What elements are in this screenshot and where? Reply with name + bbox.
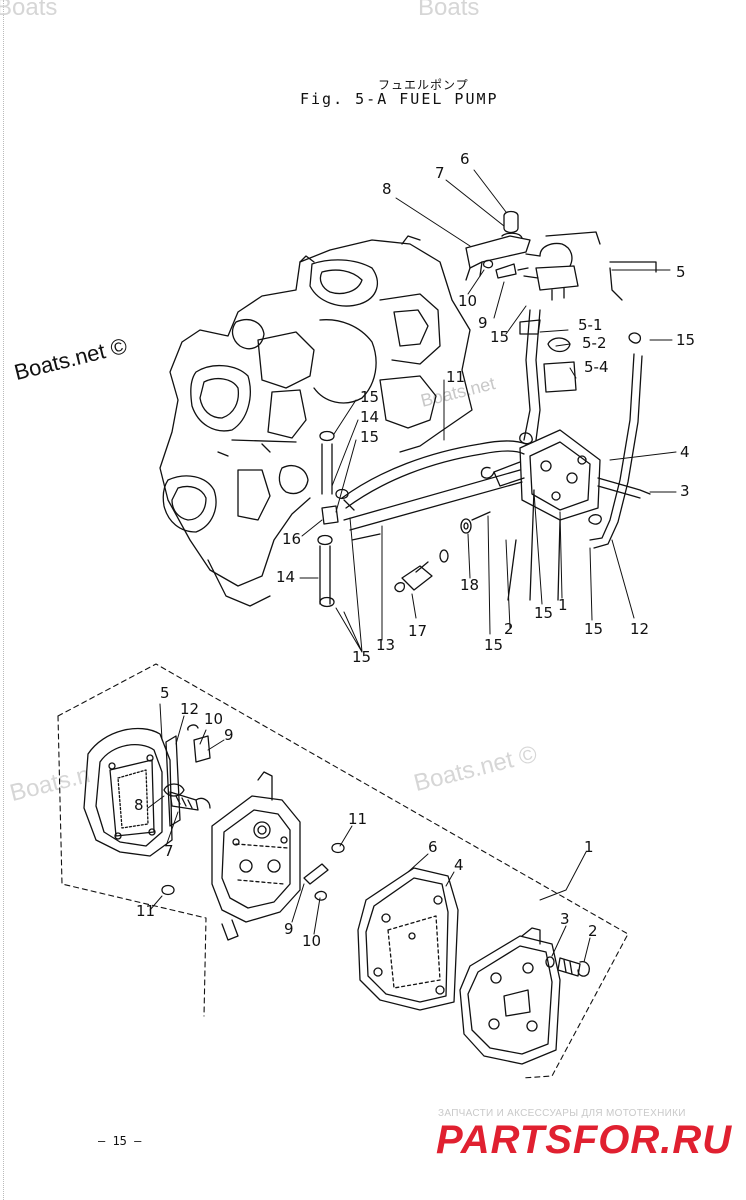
callout-12-lower: 12 bbox=[180, 700, 200, 718]
callout-15-upper-f: 15 bbox=[584, 620, 604, 638]
callout-7-lower: 7 bbox=[164, 842, 174, 860]
leader-lines-lower bbox=[147, 703, 591, 963]
callout-9-lower-a: 9 bbox=[224, 726, 234, 744]
bracket-8-and-hardware bbox=[465, 210, 531, 281]
watermark-top-left: Boats bbox=[0, 0, 58, 21]
fuel-filter-5 bbox=[519, 231, 657, 393]
callout-10-lower-b: 10 bbox=[302, 932, 322, 950]
callout-15-upper-a: 15 bbox=[490, 328, 510, 346]
callout-14-upper-b: 14 bbox=[276, 568, 296, 586]
exploded-spring-valve bbox=[163, 783, 211, 811]
callout-3-lower: 3 bbox=[560, 910, 570, 928]
callout-11-upper: 11 bbox=[446, 368, 466, 386]
callout-15-upper-g: 15 bbox=[484, 636, 504, 654]
engine-block-outline bbox=[159, 235, 473, 607]
exploded-cover-1 bbox=[459, 927, 561, 1065]
callout-1-upper: 1 bbox=[558, 596, 568, 614]
callout-8-lower: 8 bbox=[134, 796, 144, 814]
fitting-17-and-gasket-18 bbox=[394, 511, 491, 593]
shop-logo: PARTSFOR.RU bbox=[436, 1118, 733, 1162]
hoses-14-left bbox=[317, 430, 355, 608]
callout-10-lower-a: 10 bbox=[204, 710, 224, 728]
exploded-pump-body bbox=[211, 771, 301, 941]
callout-9-upper: 9 bbox=[478, 314, 488, 332]
fuel-pump-assembly-upper bbox=[480, 429, 651, 601]
callout-16-upper: 16 bbox=[282, 530, 302, 548]
callout-4-upper: 4 bbox=[680, 443, 690, 461]
exploded-screw-2-washer-3 bbox=[545, 956, 590, 977]
leader-lines-upper bbox=[299, 169, 677, 653]
callout-5-4-upper: 5-4 bbox=[584, 358, 609, 376]
fuel-hose-12 bbox=[588, 332, 643, 549]
callout-15-upper-c: 15 bbox=[360, 388, 380, 406]
callout-12-upper: 12 bbox=[630, 620, 650, 638]
callout-15-upper-d: 15 bbox=[360, 428, 380, 446]
japanese-title: フュエルポンプ bbox=[378, 78, 469, 92]
callout-13-upper: 13 bbox=[376, 636, 396, 654]
callout-15-upper-b: 15 bbox=[676, 331, 696, 349]
callout-15-upper-e: 15 bbox=[534, 604, 554, 622]
callout-18-upper: 18 bbox=[460, 576, 480, 594]
watermark-top-right: Boats bbox=[418, 0, 480, 21]
callout-17-upper: 17 bbox=[408, 622, 428, 640]
callout-11-lower-a: 11 bbox=[348, 810, 368, 828]
fuel-hose-11 bbox=[519, 309, 541, 445]
figure-title: Fig. 5-A FUEL PUMP bbox=[300, 90, 499, 108]
exploded-cover-5 bbox=[83, 727, 173, 857]
exploded-screws-11 bbox=[161, 842, 345, 896]
callout-5-lower: 5 bbox=[160, 684, 170, 702]
shop-tagline: ЗАПЧАСТИ И АКСЕССУАРЫ ДЛЯ МОТОТЕХНИКИ bbox=[438, 1108, 686, 1119]
callout-11-lower-b: 11 bbox=[136, 902, 156, 920]
callout-5-2-upper: 5-2 bbox=[582, 334, 607, 352]
exploded-view-frame bbox=[57, 663, 629, 1079]
callout-2-lower: 2 bbox=[588, 922, 598, 940]
callout-1-lower: 1 bbox=[584, 838, 594, 856]
callout-5-1-upper: 5-1 bbox=[578, 316, 603, 334]
page-number: – 15 – bbox=[98, 1134, 142, 1148]
page-margin-dots bbox=[3, 0, 5, 1200]
fuel-hose-13 bbox=[341, 440, 527, 541]
callout-3-upper: 3 bbox=[680, 482, 690, 500]
callout-6-upper: 6 bbox=[460, 150, 470, 168]
callout-7-upper: 7 bbox=[435, 164, 445, 182]
callout-4-lower: 4 bbox=[454, 856, 464, 874]
callout-8-upper: 8 bbox=[382, 180, 392, 198]
callout-14-upper-a: 14 bbox=[360, 408, 380, 426]
exploded-pins bbox=[187, 724, 329, 901]
callout-9-lower-b: 9 bbox=[284, 920, 294, 938]
callout-2-upper: 2 bbox=[504, 620, 514, 638]
callout-10-upper: 10 bbox=[458, 292, 478, 310]
exploded-diaphragm-6-gasket-4 bbox=[357, 867, 459, 1011]
callout-15-upper-h: 15 bbox=[352, 648, 372, 666]
exploded-gasket-12 bbox=[165, 735, 181, 827]
callout-5-upper: 5 bbox=[676, 263, 686, 281]
callout-6-lower: 6 bbox=[428, 838, 438, 856]
